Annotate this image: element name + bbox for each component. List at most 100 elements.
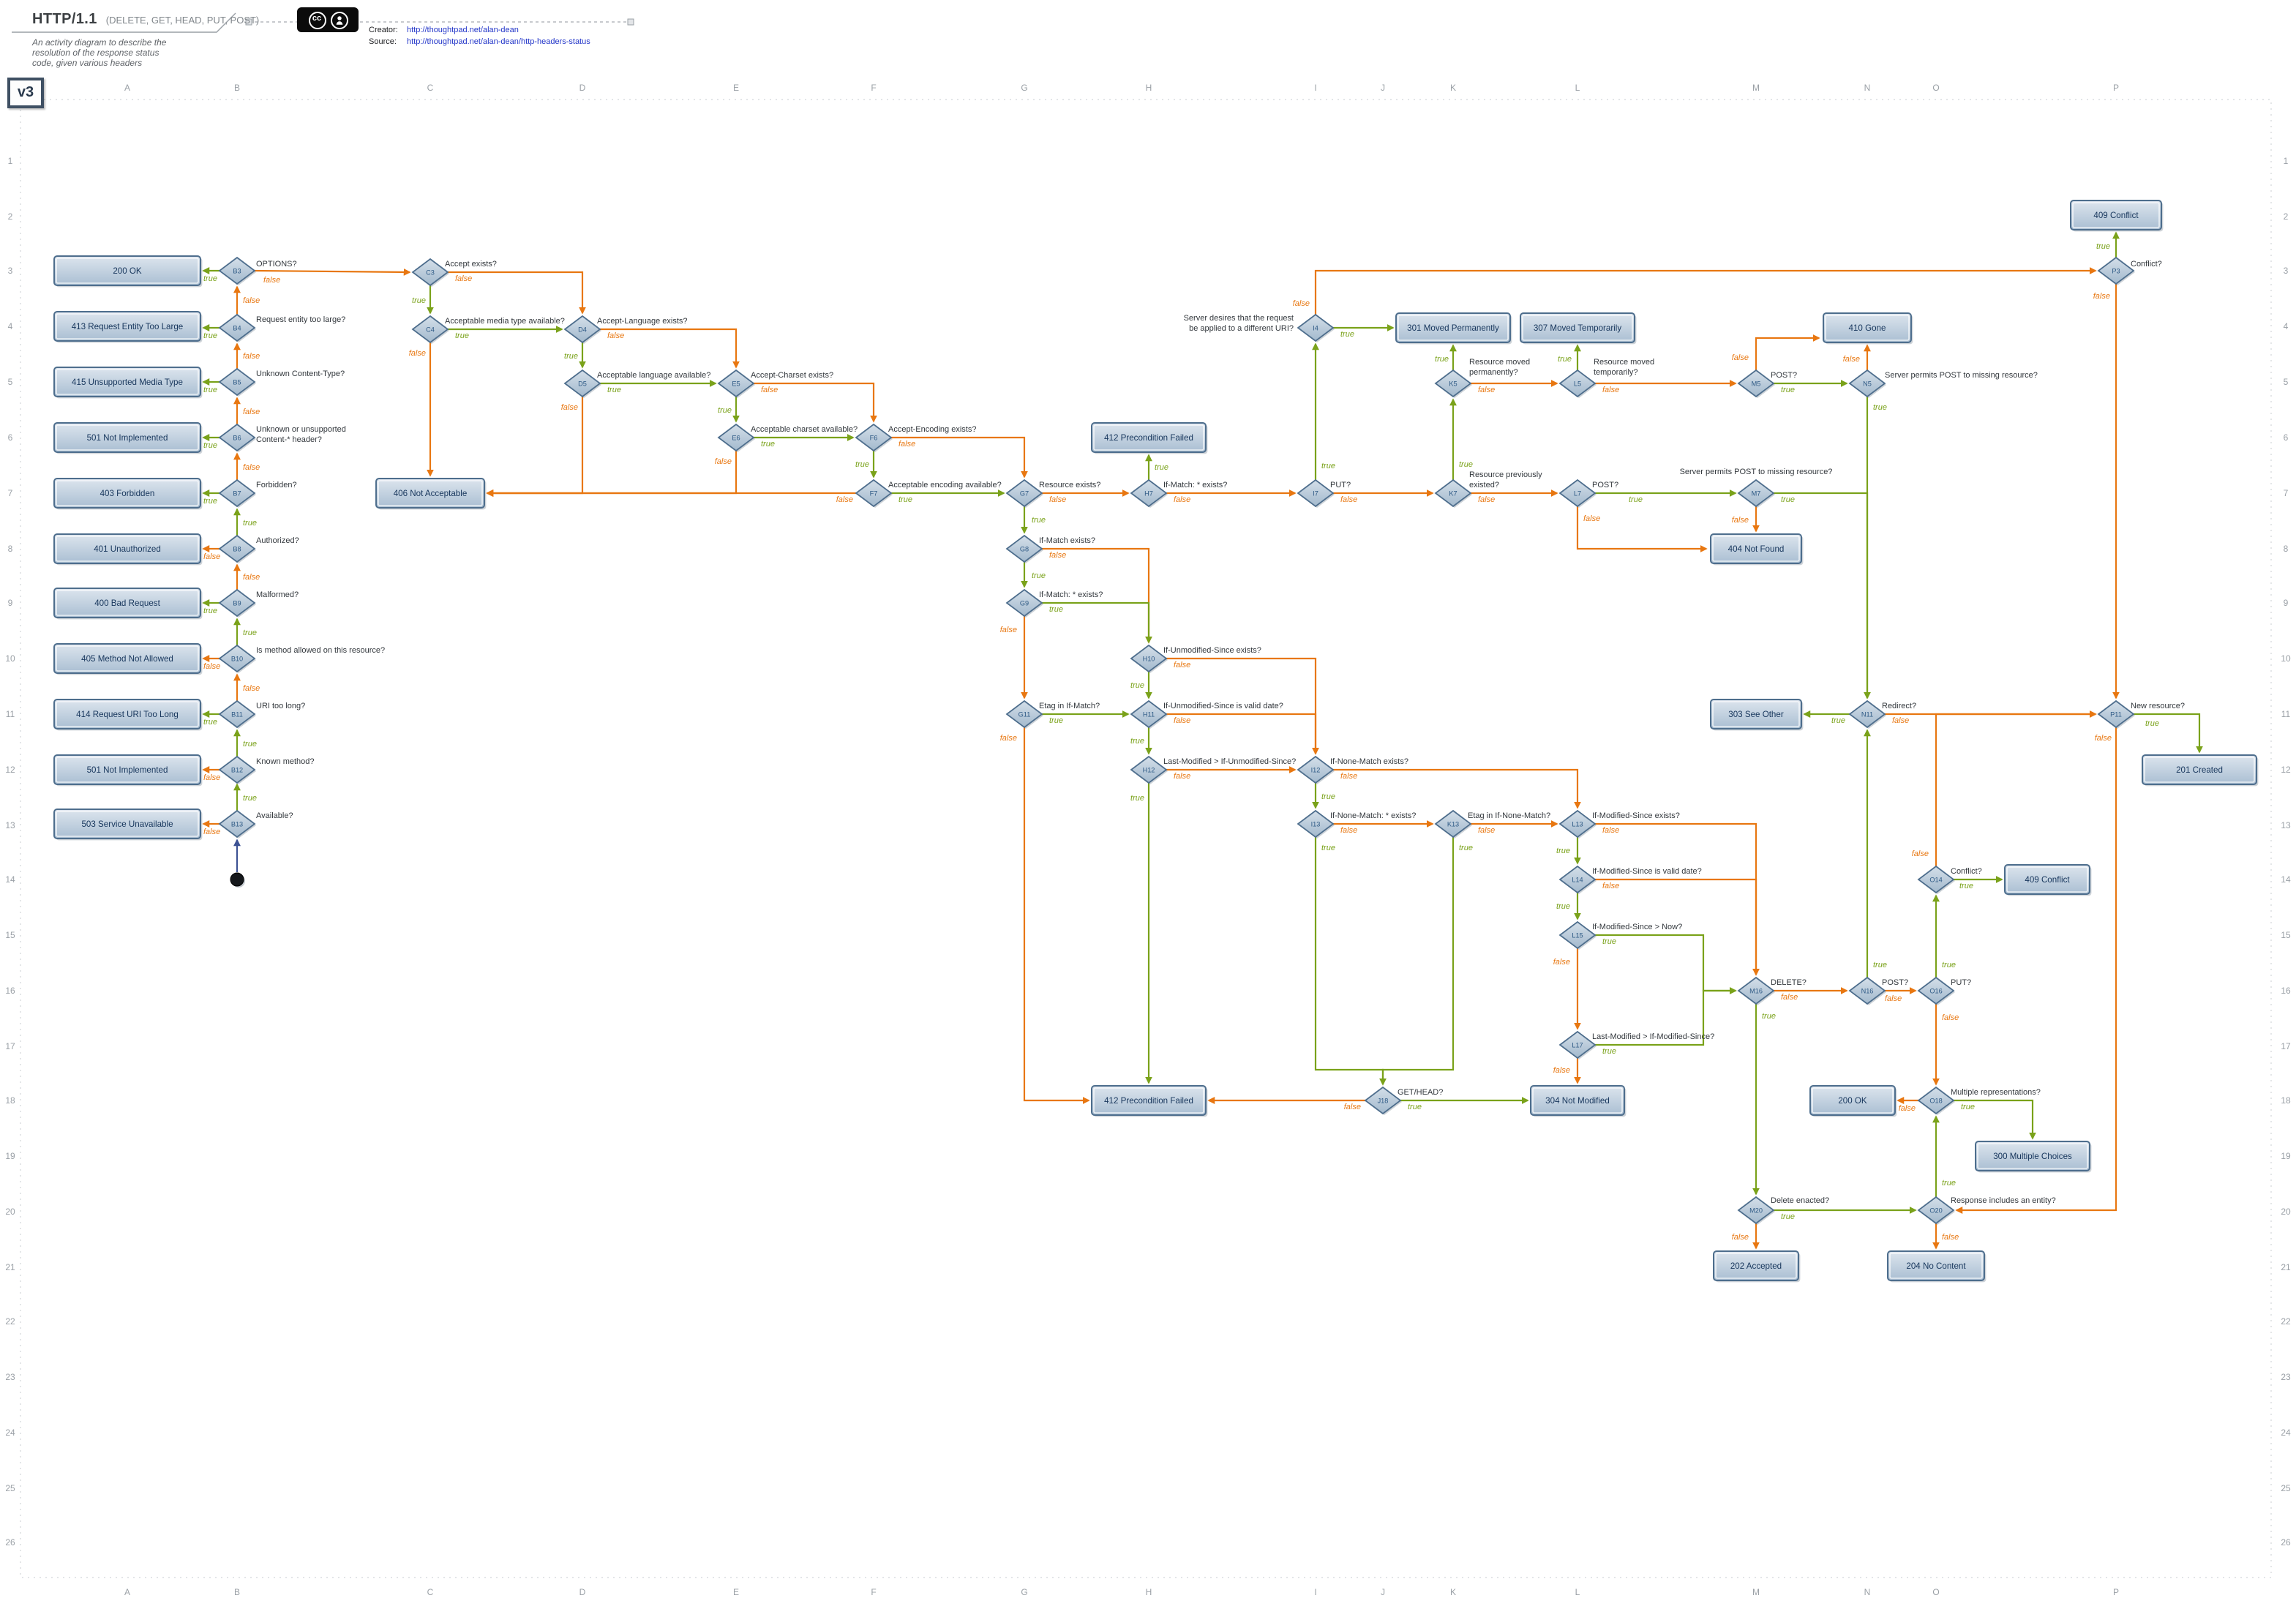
question-O18: Multiple representations? (1951, 1088, 2041, 1097)
status-box-inner (1712, 536, 1800, 562)
decision-id-label: C4 (426, 326, 435, 334)
status-box-s415 (53, 367, 201, 397)
grid-row-22: 22 (2281, 1316, 2291, 1327)
question-M7: Server permits POST to missing resource? (1680, 468, 1833, 476)
edge-label-G8-G9: true (1032, 571, 1046, 580)
decision-shape-L17 (1558, 1030, 1597, 1059)
edge-M7-N11 (1774, 492, 1871, 699)
edge-label-B10-s405: false (203, 662, 220, 671)
grid-column-O: O (1932, 1587, 1939, 1597)
status-label-s204: 204 No Content (1906, 1261, 1966, 1271)
edge-label-B11-s414: true (203, 718, 217, 727)
decision-shape-B11 (218, 699, 256, 729)
status-box-inner (378, 480, 483, 506)
question-F6: Accept-Encoding exists? (888, 425, 976, 434)
status-box-inner (56, 369, 199, 395)
edge-label-L7-s404: false (1583, 514, 1600, 523)
decision-shape-L14 (1558, 865, 1597, 894)
edge-label-B3-C3: false (263, 276, 280, 285)
decision-shape-C4 (411, 315, 449, 344)
decision-N16: N16 (1848, 976, 1886, 1005)
question-D5: Acceptable language available? (597, 371, 710, 380)
grid-row-1: 1 (2284, 156, 2289, 166)
edge-label-O20-O18: true (1942, 1179, 1956, 1188)
edge-label-E6-F6: true (761, 440, 775, 449)
decision-F6: F6 (855, 423, 893, 452)
decision-shape-H10 (1130, 644, 1168, 673)
version-badge: v3 (7, 78, 44, 108)
grid-column-J: J (1381, 83, 1385, 93)
status-box-inner (56, 313, 199, 340)
edge-label-B7-s403: true (203, 497, 217, 506)
question-I7: PUT? (1330, 481, 1351, 489)
grid-row-5: 5 (2284, 377, 2289, 387)
decision-id-label: N5 (1863, 380, 1872, 388)
decision-shape-B4 (218, 313, 256, 342)
grid-row-15: 15 (2281, 930, 2291, 940)
status-box-inner (56, 811, 199, 837)
edge-label-G9-H10: true (1049, 605, 1063, 614)
edge-label-E5-F6: false (761, 386, 778, 394)
question-L17: Last-Modified > If-Modified-Since? (1592, 1032, 1714, 1041)
decision-shape-G8 (1005, 534, 1043, 563)
decision-id-label: M20 (1749, 1207, 1763, 1215)
decision-id-label: M16 (1749, 988, 1763, 995)
edge-label-G9-G11: false (1000, 626, 1017, 634)
decision-id-label: F7 (870, 490, 878, 498)
decision-id-label: H12 (1143, 767, 1155, 774)
status-box-s400 (53, 588, 201, 618)
decision-shape-F7 (855, 479, 893, 508)
decision-shape-B3 (218, 256, 256, 285)
edge-label-L13-L14: true (1556, 847, 1570, 855)
status-label-s401: 401 Unauthorized (94, 544, 161, 554)
grid-column-N: N (1864, 83, 1871, 93)
grid-column-I: I (1314, 83, 1316, 93)
source-link[interactable]: http://thoughtpad.net/alan-dean/http-hea… (407, 37, 590, 46)
edge-label-M16-M20: true (1762, 1012, 1776, 1021)
edge-label-L14-M16: false (1602, 882, 1619, 890)
edge-label-H10-I12: false (1174, 661, 1190, 669)
decision-B5: B5 (218, 367, 256, 397)
edge-label-M20-O20: true (1781, 1212, 1795, 1221)
status-label-s400: 400 Bad Request (94, 599, 160, 608)
status-box-s200a (53, 255, 201, 286)
status-box-s406 (375, 478, 485, 509)
decision-shape-E6 (717, 423, 755, 452)
decision-shape-O14 (1917, 865, 1955, 894)
grid-row-14: 14 (5, 874, 15, 885)
status-label-s303: 303 See Other (1728, 710, 1784, 719)
edge-I4-P3 (1314, 267, 2097, 315)
edge-label-B3-s200a: true (203, 274, 217, 283)
edge-label-M7-N11: true (1781, 495, 1795, 504)
status-label-s503: 503 Service Unavailable (81, 819, 173, 829)
description-note: An activity diagram to describe the reso… (32, 40, 166, 70)
grid-row-10: 10 (5, 653, 15, 664)
edge-label-N16-O16: false (1885, 994, 1902, 1003)
question-I12: If-None-Match exists? (1330, 757, 1408, 766)
decision-shape-D4 (563, 315, 601, 344)
edge-D4-E5 (600, 328, 740, 369)
question-G9: If-Match: * exists? (1039, 590, 1103, 599)
credit-block: Creator:http://thoughtpad.net/alan-dean … (369, 26, 590, 48)
question-B11: URI too long? (256, 702, 305, 710)
connector-endpoint (627, 18, 634, 26)
status-label-s406: 406 Not Acceptable (394, 489, 468, 498)
status-box-s503 (53, 809, 201, 839)
creator-link[interactable]: http://thoughtpad.net/alan-dean (407, 26, 519, 35)
decision-shape-L15 (1558, 920, 1597, 950)
grid-row-12: 12 (2281, 765, 2291, 775)
decision-G8: G8 (1005, 534, 1043, 563)
edge-P11-s201 (2134, 713, 2203, 754)
status-label-s414: 414 Request URI Too Long (76, 710, 179, 719)
edge-label-L5-M5: false (1602, 386, 1619, 394)
status-box-inner (56, 480, 199, 506)
decision-B6: B6 (218, 423, 256, 452)
grid-row-21: 21 (2281, 1262, 2291, 1272)
grid-row-13: 13 (2281, 820, 2291, 830)
edge-label-P11-s201: true (2145, 719, 2159, 728)
decision-id-label: G9 (1020, 600, 1029, 607)
decision-L5: L5 (1558, 369, 1597, 398)
edge-label-M16-N16: false (1781, 993, 1798, 1002)
